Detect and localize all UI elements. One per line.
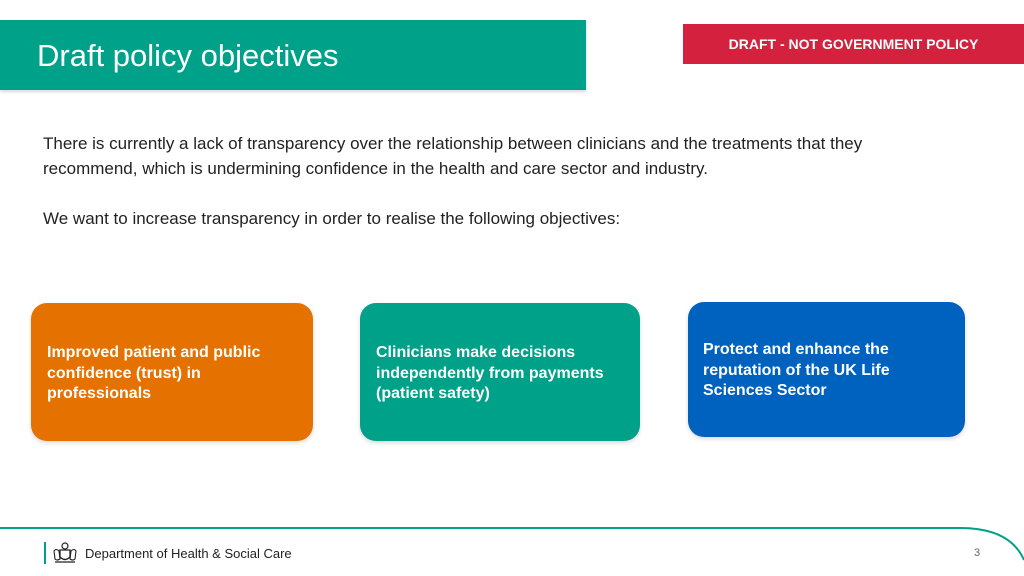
- department-name: Department of Health & Social Care: [85, 545, 292, 561]
- logo-divider-bar: [44, 542, 46, 564]
- intro-paragraph-2: We want to increase transparency in orde…: [43, 209, 621, 228]
- objective-text: Protect and enhance the reputation of th…: [703, 341, 890, 399]
- royal-coat-of-arms-icon: [53, 542, 77, 563]
- intro-text: There is currently a lack of transparenc…: [43, 131, 923, 231]
- draft-banner: DRAFT - NOT GOVERNMENT POLICY: [683, 24, 1024, 64]
- objective-text: Clinicians make decisions independently …: [376, 344, 604, 402]
- objective-box-safety: Clinicians make decisions independently …: [360, 303, 640, 441]
- page-number: 3: [974, 547, 981, 559]
- objective-box-reputation: Protect and enhance the reputation of th…: [688, 302, 965, 437]
- department-logo: Department of Health & Social Care: [44, 541, 292, 565]
- page-title: Draft policy objectives: [37, 38, 339, 73]
- objective-box-trust: Improved patient and public confidence (…: [31, 303, 313, 441]
- footer-divider-curve: [0, 527, 1024, 561]
- title-bar: [0, 20, 586, 90]
- objective-text: Improved patient and public confidence (…: [47, 344, 261, 402]
- intro-paragraph-1: There is currently a lack of transparenc…: [43, 134, 863, 178]
